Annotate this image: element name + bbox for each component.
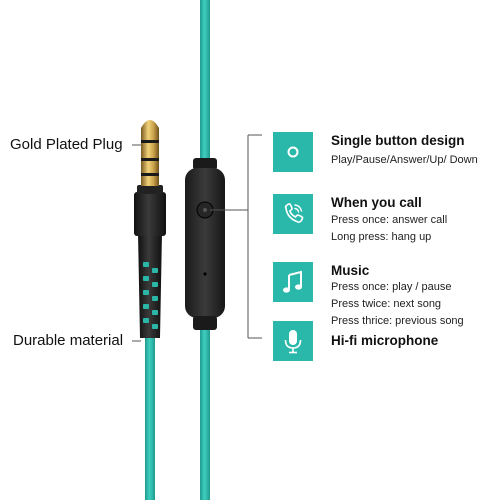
left-cable (145, 330, 155, 500)
durable-material-label: Durable material (13, 332, 124, 349)
microphone-icon (273, 321, 313, 361)
callout-leaders (132, 134, 262, 342)
feature-title: Hi-fi microphone (331, 333, 439, 348)
right-cable (200, 0, 210, 500)
phone-icon (273, 194, 313, 234)
feature-line: Press thrice: previous song (331, 315, 464, 327)
strain-relief (138, 232, 162, 338)
music-note-icon (273, 262, 313, 302)
feature-line: Long press: hang up (331, 231, 432, 243)
gold-plated-plug (141, 120, 159, 186)
gold-plated-plug-label: Gold Plated Plug (10, 136, 123, 153)
feature-line: Press once: answer call (331, 214, 448, 226)
feature-title: When you call (331, 195, 422, 210)
inline-remote (185, 158, 225, 330)
feature-line: Press once: play / pause (331, 281, 452, 293)
circle-dot-icon (273, 132, 313, 172)
feature-line: Press twice: next song (331, 298, 442, 310)
plug-body (134, 185, 166, 236)
feature-title: Single button design (331, 133, 465, 148)
feature-line: Play/Pause/Answer/Up/ Down (331, 154, 478, 166)
feature-title: Music (331, 263, 370, 278)
